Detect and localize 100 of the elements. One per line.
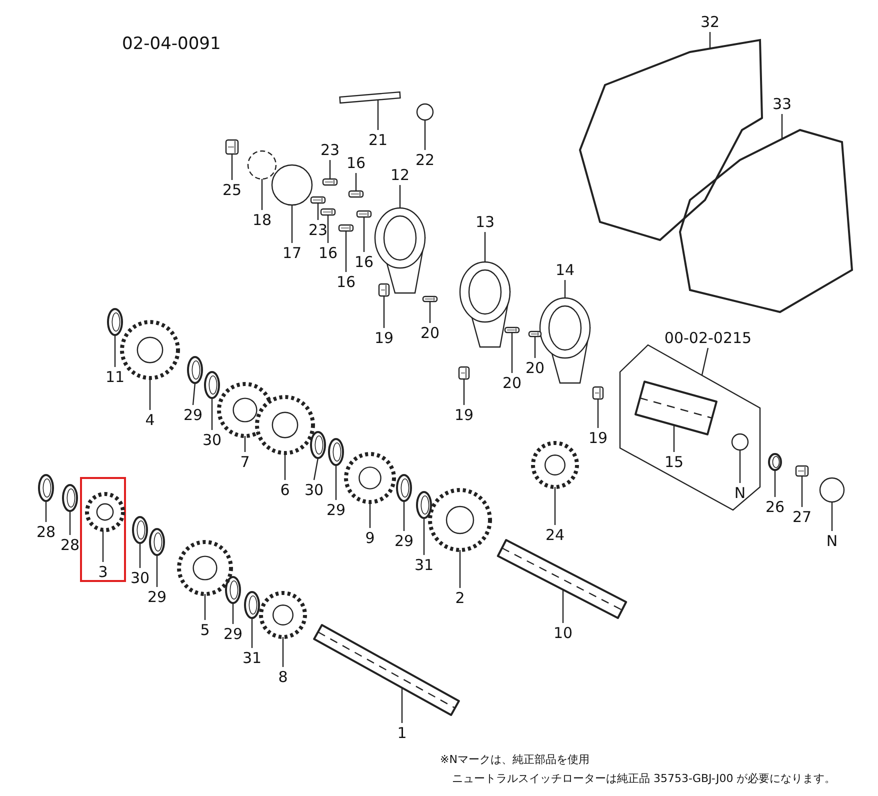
gasket-drawing (578, 38, 764, 242)
callout-number: 29 (223, 625, 243, 643)
pin-drawing (356, 210, 372, 218)
leader-line (597, 399, 599, 428)
clip-drawing (528, 330, 542, 338)
plate-drawing (247, 150, 277, 180)
washer-drawing (244, 591, 260, 619)
leader-line (231, 154, 233, 180)
callout-number: 28 (36, 523, 56, 541)
callout-number: 1 (397, 724, 407, 742)
leader-line (401, 688, 403, 723)
callout-number: 19 (454, 406, 474, 424)
shaft-drawing (313, 624, 460, 716)
pin-drawing (458, 366, 470, 380)
leader-line (463, 379, 465, 405)
gasket-drawing (678, 128, 854, 314)
leader-line (327, 215, 329, 243)
callout-number: 3 (98, 563, 108, 581)
callout-number: 26 (765, 498, 785, 516)
callout-number: 30 (130, 569, 150, 587)
callout-number: 5 (200, 621, 210, 639)
leader-line (377, 100, 379, 130)
gear-drawing (85, 492, 125, 532)
leader-line (423, 518, 425, 555)
drum-drawing (634, 380, 718, 436)
callout-number: 23 (320, 141, 340, 159)
diagram-code: 02-04-0091 (122, 34, 221, 54)
callout-number: 27 (792, 508, 812, 526)
callout-number: 31 (414, 556, 434, 574)
bolt-drawing (225, 139, 239, 155)
callout-number: 16 (354, 253, 374, 271)
leader-line (345, 231, 347, 272)
leader-line (701, 348, 709, 376)
callout-number: 29 (183, 406, 203, 424)
footnote: ニュートラルスイッチローターは純正品 35753-GBJ-J00 が必要になります。 (452, 771, 836, 786)
shaft-drawing (496, 539, 628, 619)
leader-line (534, 337, 536, 358)
gear-drawing (428, 488, 492, 552)
leader-line (739, 450, 741, 483)
pin-drawing (378, 283, 390, 297)
leader-line (383, 296, 385, 328)
arm-drawing (339, 91, 401, 104)
leader-line (114, 335, 116, 367)
callout-number: 20 (420, 324, 440, 342)
leader-line (363, 217, 365, 252)
leader-line (369, 502, 371, 528)
callout-number: 21 (368, 131, 388, 149)
leader-line (192, 382, 196, 406)
leader-line (232, 603, 234, 624)
leader-line (69, 511, 71, 535)
leader-line (554, 487, 556, 525)
callout-number: 16 (318, 244, 338, 262)
callout-number: 16 (346, 154, 366, 172)
leader-line (355, 173, 357, 191)
washer-drawing (132, 516, 148, 544)
callout-number: 12 (390, 166, 410, 184)
callout-number: 00-02-0215 (664, 329, 752, 347)
leader-line (564, 280, 566, 298)
callout-number: 22 (415, 151, 435, 169)
washer-drawing (38, 474, 54, 502)
leader-line (204, 594, 206, 620)
pin-drawing (310, 196, 326, 204)
washer-drawing (416, 491, 432, 519)
leader-line (801, 476, 803, 507)
circlip-drawing (149, 528, 165, 556)
callout-number: 30 (304, 481, 324, 499)
washer-drawing (768, 453, 782, 471)
callout-number: 24 (545, 526, 565, 544)
leader-line (211, 398, 213, 430)
circlip-drawing (225, 576, 241, 604)
leader-line (562, 590, 564, 623)
leader-line (156, 555, 158, 587)
gear-drawing (177, 540, 233, 596)
callout-number: 25 (222, 181, 242, 199)
pin-drawing (320, 208, 336, 216)
washer-drawing (62, 484, 78, 512)
gear-drawing (255, 395, 315, 455)
leader-line (831, 502, 833, 531)
callout-number: 10 (553, 624, 573, 642)
pin-drawing (338, 224, 354, 232)
callout-number: 33 (772, 95, 792, 113)
callout-number: 18 (252, 211, 272, 229)
leader-line (781, 114, 783, 139)
gear-drawing (344, 452, 396, 504)
leader-line (149, 378, 151, 410)
callout-number: 7 (240, 453, 250, 471)
callout-number: 20 (502, 374, 522, 392)
callout-number: 29 (326, 501, 346, 519)
leader-line (484, 232, 486, 262)
callout-number: 8 (278, 668, 288, 686)
clip-drawing (422, 296, 438, 302)
callout-number: 2 (455, 589, 465, 607)
callout-number: 19 (374, 329, 394, 347)
callout-number: 30 (202, 431, 222, 449)
leader-line (317, 203, 319, 220)
rotor-drawing (731, 433, 749, 451)
washer-drawing (204, 371, 220, 399)
leader-line (284, 453, 286, 480)
callout-number: 31 (242, 649, 262, 667)
leader-line (313, 458, 319, 480)
